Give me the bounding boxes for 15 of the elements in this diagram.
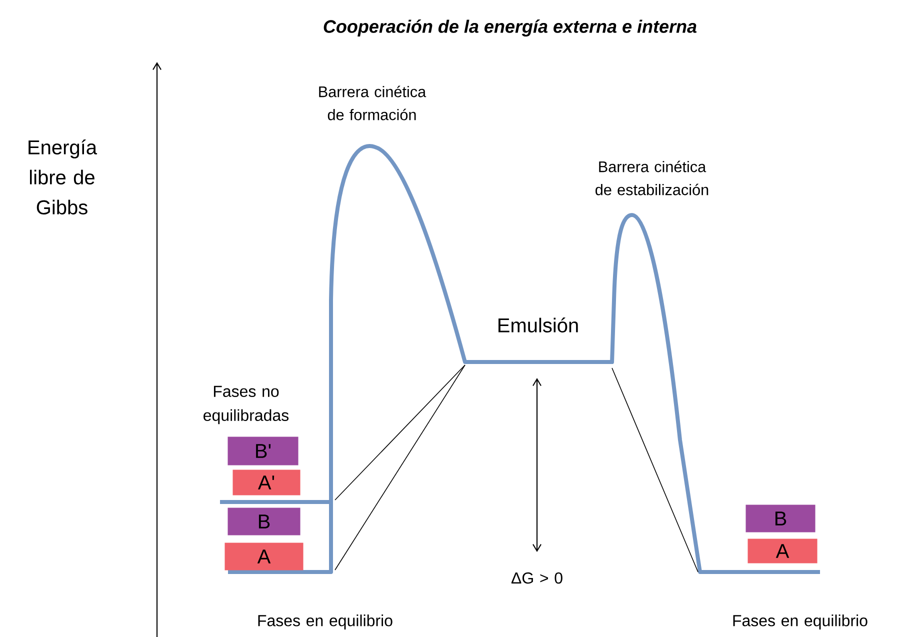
- barrier-label: Barrera cinética de formación: [319, 86, 426, 120]
- phase-label: Fases no equilibradas: [204, 386, 289, 424]
- phase-box: B: [228, 508, 300, 536]
- axis-label: Energía libre de Gibbs: [28, 140, 98, 214]
- level-label: Emulsión: [498, 318, 578, 332]
- phase-box: A: [748, 538, 818, 564]
- energy-difference-label: ΔG > 0: [511, 572, 562, 584]
- phase-label: Fases en equilibrio: [258, 614, 392, 630]
- title: Cooperación de la energía externa e interna: [324, 20, 697, 36]
- phase-label: Fases en equilibrio: [733, 614, 868, 630]
- phase-box: B': [228, 436, 298, 466]
- phase-box: B: [746, 504, 816, 532]
- phase-box: A: [224, 542, 304, 570]
- phase-box: A': [232, 470, 300, 496]
- barrier-label: Barrera cinética de estabilización: [596, 160, 708, 196]
